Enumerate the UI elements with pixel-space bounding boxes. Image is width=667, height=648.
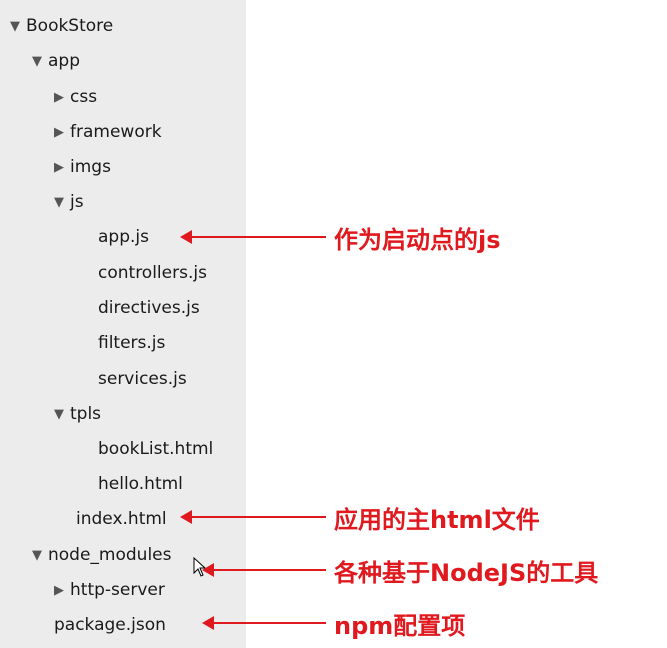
collapsed-triangle-icon[interactable]: ▶ xyxy=(54,89,64,105)
tree-node-label: controllers.js xyxy=(98,263,207,283)
tree-node-label: BookStore xyxy=(26,16,114,36)
tree-node-js[interactable]: ▼ js xyxy=(54,187,84,217)
tree-node-label: http-server xyxy=(70,580,165,600)
tree-file-app-js[interactable]: app.js xyxy=(98,222,149,252)
annotation-text: 应用的主html文件 xyxy=(334,505,540,534)
tree-file-booklist-html[interactable]: bookList.html xyxy=(98,434,213,464)
tree-file-controllers-js[interactable]: controllers.js xyxy=(98,258,207,288)
annotation-node-modules: 各种基于NodeJS的工具 xyxy=(202,555,599,587)
expanded-triangle-icon[interactable]: ▼ xyxy=(54,406,64,422)
tree-node-label: filters.js xyxy=(98,333,166,353)
tree-node-framework[interactable]: ▶ framework xyxy=(54,117,162,147)
tree-node-label: package.json xyxy=(54,615,166,635)
arrow-icon xyxy=(180,230,326,244)
tree-node-label: imgs xyxy=(70,157,111,177)
tree-node-label: app.js xyxy=(98,227,149,247)
tree-node-imgs[interactable]: ▶ imgs xyxy=(54,152,111,182)
tree-file-package-json[interactable]: package.json xyxy=(54,610,166,640)
arrow-icon xyxy=(202,616,326,630)
tree-node-label: hello.html xyxy=(98,474,183,494)
arrow-icon xyxy=(202,563,326,577)
annotation-index-html: 应用的主html文件 xyxy=(180,502,540,534)
tree-file-services-js[interactable]: services.js xyxy=(98,364,187,394)
annotation-text: 作为启动点的js xyxy=(334,225,501,254)
tree-node-app[interactable]: ▼ app xyxy=(32,46,80,76)
annotation-app-js: 作为启动点的js xyxy=(180,222,501,254)
tree-node-node-modules[interactable]: ▼ node_modules xyxy=(32,540,172,570)
collapsed-triangle-icon[interactable]: ▶ xyxy=(54,582,64,598)
tree-file-index-html[interactable]: index.html xyxy=(76,504,167,534)
tree-node-label: js xyxy=(70,192,84,212)
tree-node-label: node_modules xyxy=(48,545,172,565)
expanded-triangle-icon[interactable]: ▼ xyxy=(10,18,20,34)
tree-node-label: index.html xyxy=(76,509,167,529)
tree-node-http-server[interactable]: ▶ http-server xyxy=(54,575,165,605)
collapsed-triangle-icon[interactable]: ▶ xyxy=(54,124,64,140)
expanded-triangle-icon[interactable]: ▼ xyxy=(32,547,42,563)
tree-node-css[interactable]: ▶ css xyxy=(54,82,97,112)
arrow-icon xyxy=(180,510,326,524)
tree-node-label: framework xyxy=(70,122,162,142)
annotation-package-json: npm配置项 xyxy=(202,608,466,640)
expanded-triangle-icon[interactable]: ▼ xyxy=(32,53,42,69)
collapsed-triangle-icon[interactable]: ▶ xyxy=(54,159,64,175)
tree-node-label: directives.js xyxy=(98,298,200,318)
expanded-triangle-icon[interactable]: ▼ xyxy=(54,194,64,210)
annotation-text: npm配置项 xyxy=(334,611,466,640)
tree-node-label: services.js xyxy=(98,369,187,389)
annotation-text: 各种基于NodeJS的工具 xyxy=(334,558,599,587)
file-tree-panel: ▼ BookStore ▼ app ▶ css ▶ framework ▶ im… xyxy=(0,0,246,648)
tree-node-label: tpls xyxy=(70,404,102,424)
tree-file-directives-js[interactable]: directives.js xyxy=(98,293,200,323)
tree-file-filters-js[interactable]: filters.js xyxy=(98,328,165,358)
tree-node-label: app xyxy=(48,51,80,71)
tree-node-label: css xyxy=(70,87,98,107)
tree-node-label: bookList.html xyxy=(98,439,214,459)
tree-node-bookstore[interactable]: ▼ BookStore xyxy=(10,11,113,41)
tree-node-tpls[interactable]: ▼ tpls xyxy=(54,399,101,429)
tree-file-hello-html[interactable]: hello.html xyxy=(98,469,183,499)
